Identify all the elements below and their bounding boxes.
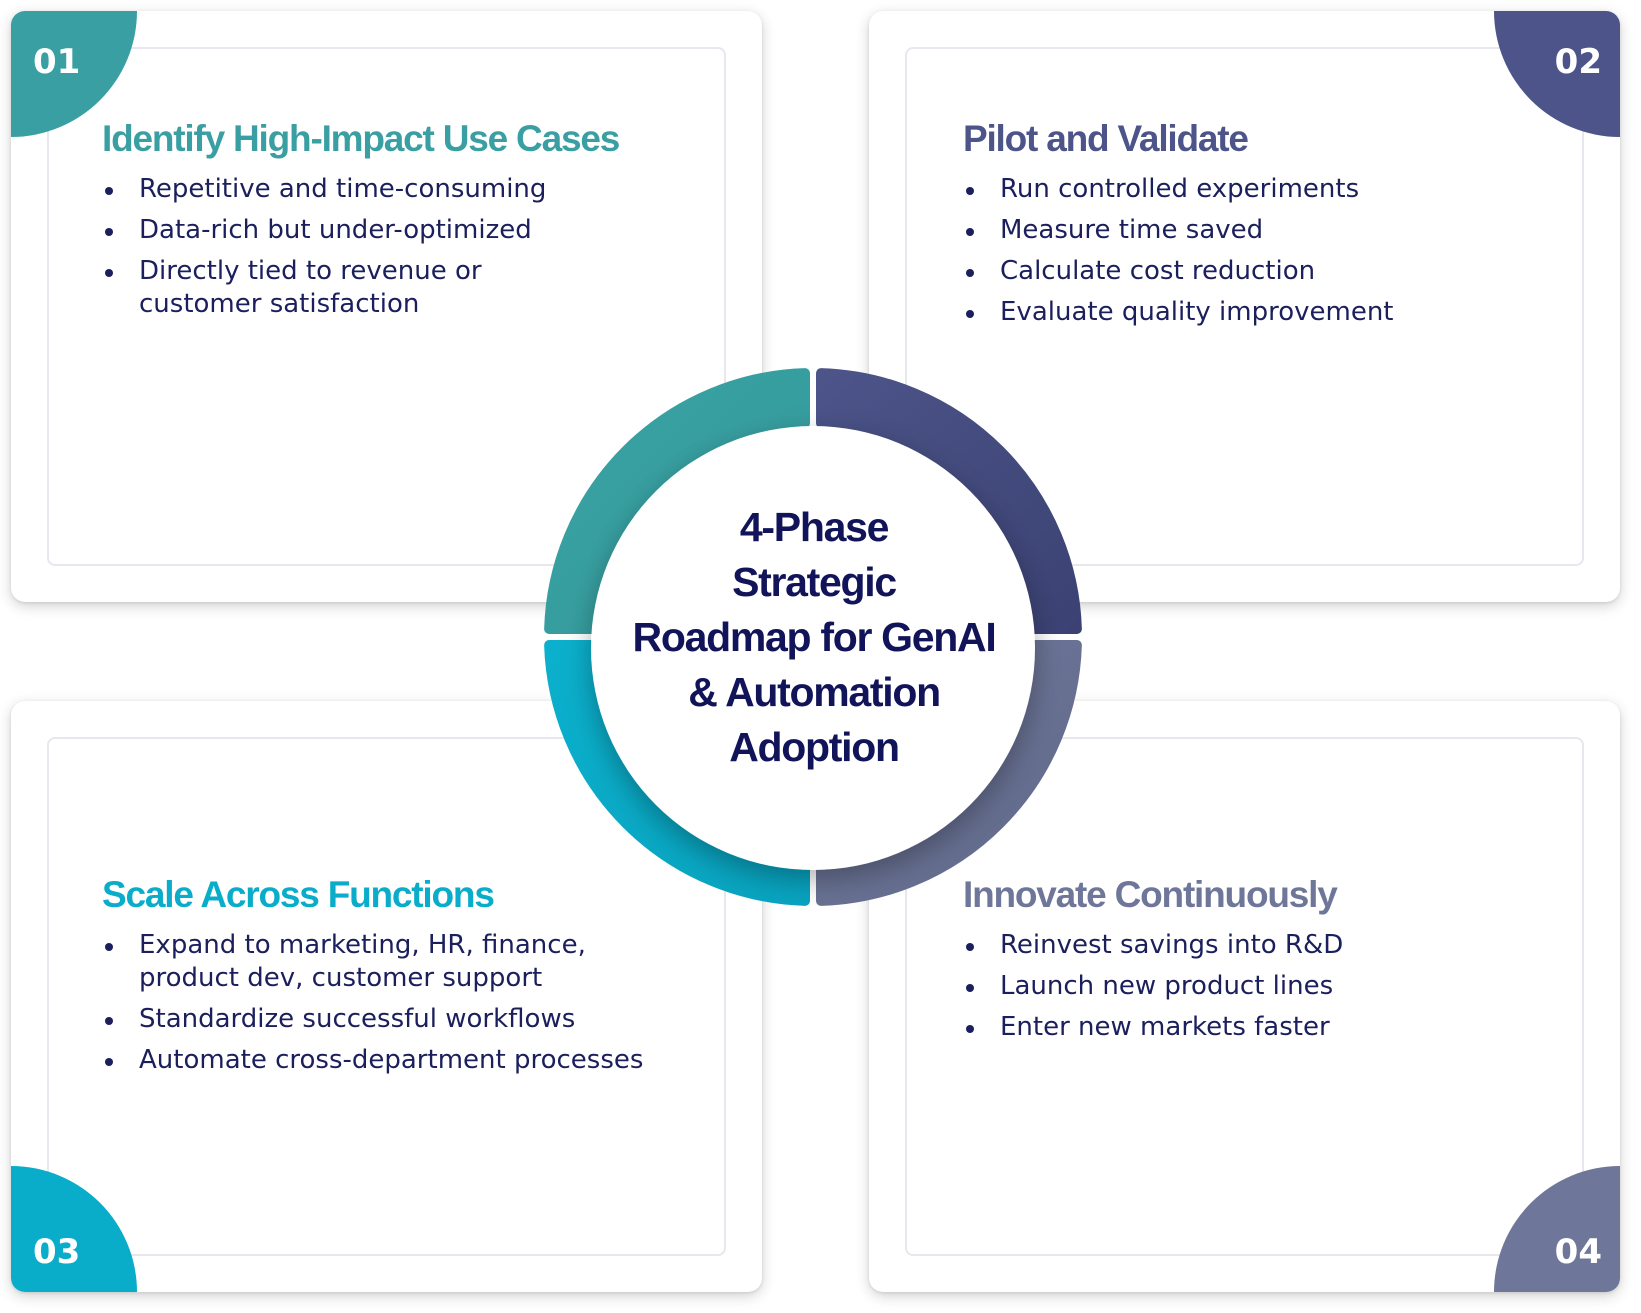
phase-title: Identify High-Impact Use Cases [102, 118, 620, 159]
bullet-item: Data-rich but under-optimized [102, 214, 662, 247]
phase-number-badge: 01 [11, 11, 137, 137]
phase-content: Pilot and Validate Run controlled experi… [963, 117, 1523, 337]
phase-card-4: 04 Innovate Continuously Reinvest saving… [869, 701, 1620, 1292]
phase-content: Innovate Continuously Reinvest savings i… [963, 873, 1523, 1052]
card-border [905, 47, 1584, 566]
phase-bullet-list: Repetitive and time-consuming Data-rich … [102, 173, 662, 321]
bullet-item: Evaluate quality improvement [963, 296, 1523, 329]
phase-bullet-list: Expand to marketing, HR, finance, produc… [102, 929, 662, 1077]
phase-title: Scale Across Functions [102, 874, 495, 915]
phase-card-3: 03 Scale Across Functions Expand to mark… [11, 701, 762, 1292]
phase-bullet-list: Run controlled experiments Measure time … [963, 173, 1523, 329]
bullet-item: Enter new markets faster [963, 1011, 1523, 1044]
phase-bullet-list: Reinvest savings into R&D Launch new pro… [963, 929, 1523, 1044]
bullet-item: Reinvest savings into R&D [963, 929, 1523, 962]
bullet-item: Run controlled experiments [963, 173, 1523, 206]
bullet-item: Launch new product lines [963, 970, 1523, 1003]
bullet-item: Repetitive and time-consuming [102, 173, 662, 206]
phase-title: Innovate Continuously [963, 874, 1338, 915]
card-border [47, 737, 726, 1256]
phase-title: Pilot and Validate [963, 118, 1249, 159]
bullet-item: Calculate cost reduction [963, 255, 1523, 288]
bullet-item: Measure time saved [963, 214, 1523, 247]
bullet-item: Standardize successful workflows [102, 1003, 662, 1036]
phase-content: Scale Across Functions Expand to marketi… [102, 873, 662, 1085]
bullet-item: Automate cross-department processes [102, 1044, 662, 1077]
phase-card-1: 01 Identify High-Impact Use Cases Repeti… [11, 11, 762, 602]
bullet-item: Directly tied to revenue or customer sat… [102, 255, 499, 321]
phase-content: Identify High-Impact Use Cases Repetitiv… [102, 117, 662, 329]
center-title: 4-Phase Strategic Roadmap for GenAI & Au… [632, 504, 997, 770]
card-border [47, 47, 726, 566]
card-border [905, 737, 1584, 1256]
bullet-item: Expand to marketing, HR, finance, produc… [102, 929, 609, 995]
